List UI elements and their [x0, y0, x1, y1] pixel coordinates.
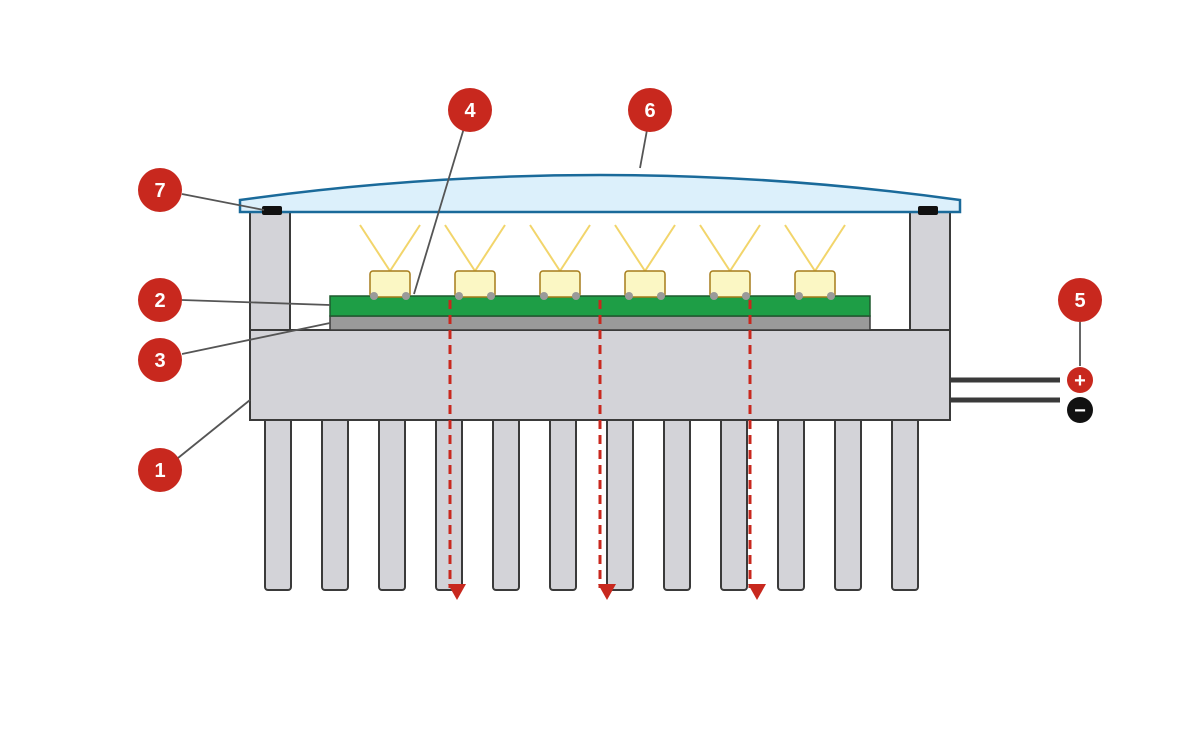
leader-line-6: [639, 129, 648, 169]
positive-terminal-icon: [1067, 367, 1093, 393]
heat-sink-fin: [492, 417, 520, 591]
heat-flow-arrowhead: [598, 584, 616, 600]
led-unit: [359, 224, 421, 300]
callout-3: 3: [138, 338, 182, 382]
light-ray: [644, 224, 676, 272]
led-unit: [699, 224, 761, 300]
heat-sink-fin: [663, 417, 691, 591]
callout-badge-2: [138, 278, 182, 322]
light-ray: [529, 224, 561, 272]
heat-flow-arrowhead: [748, 584, 766, 600]
light-ray: [699, 224, 731, 272]
heat-flow-arrow: [748, 300, 766, 600]
callout-badge-6: [628, 88, 672, 132]
callout-2: 2: [138, 278, 182, 322]
leader-line-7: [181, 193, 265, 211]
callout-label-7: 7: [154, 180, 165, 202]
callout-label-4: 4: [464, 100, 476, 122]
heat-sink-fin: [606, 417, 634, 591]
led-chip: [794, 270, 836, 298]
heat-sink-fins: [264, 417, 919, 591]
callout-badge-3: [138, 338, 182, 382]
heat-flow-arrow: [598, 300, 616, 600]
callout-leader-lines: [177, 127, 1081, 459]
callout-label-6: 6: [644, 100, 655, 122]
housing-right-wall: [909, 204, 951, 331]
led-chip: [454, 270, 496, 298]
solder-joint: [827, 292, 835, 300]
callout-badge-5: [1058, 278, 1102, 322]
led-unit: [784, 224, 846, 300]
heat-sink-fin: [321, 417, 349, 591]
led-unit: [444, 224, 506, 300]
heat-sink-fin: [777, 417, 805, 591]
callout-6: 6: [628, 88, 672, 132]
callout-label-3: 3: [154, 350, 165, 372]
light-ray: [784, 224, 816, 272]
solder-joint: [402, 292, 410, 300]
solder-joint: [625, 292, 633, 300]
negative-terminal-symbol: −: [1074, 400, 1086, 422]
solder-joint: [455, 292, 463, 300]
solder-joint: [540, 292, 548, 300]
negative-terminal: −: [1067, 397, 1093, 423]
light-ray: [444, 224, 476, 272]
callout-label-1: 1: [154, 460, 165, 482]
seal-gasket-left: [262, 206, 282, 215]
leader-line-4: [413, 127, 465, 295]
callout-badge-7: [138, 168, 182, 212]
solder-joint: [370, 292, 378, 300]
led-chip: [539, 270, 581, 298]
light-ray: [729, 224, 761, 272]
callout-label-5: 5: [1074, 290, 1085, 312]
heat-sink-fin: [264, 417, 292, 591]
light-ray: [359, 224, 391, 272]
solder-joint: [710, 292, 718, 300]
power-wires: [950, 377, 1060, 403]
led-chip: [624, 270, 666, 298]
callout-label-2: 2: [154, 290, 165, 312]
solder-joint: [795, 292, 803, 300]
heat-sink-fin: [549, 417, 577, 591]
callout-7: 7: [138, 168, 182, 212]
light-ray: [389, 224, 421, 272]
solder-joint: [742, 292, 750, 300]
led-unit: [614, 224, 676, 300]
light-ray: [474, 224, 506, 272]
housing-left-wall: [249, 204, 291, 331]
positive-terminal: +: [1067, 367, 1093, 393]
led-unit: [529, 224, 591, 300]
heat-flow-arrow: [448, 300, 466, 600]
solder-joint: [487, 292, 495, 300]
led-array: [359, 224, 846, 300]
heat-sink-fin: [834, 417, 862, 591]
callout-5: 5: [1058, 278, 1102, 322]
positive-terminal-symbol: +: [1074, 370, 1086, 392]
solder-joint: [572, 292, 580, 300]
callout-1: 1: [138, 448, 182, 492]
leader-line-1: [177, 399, 251, 459]
light-ray: [814, 224, 846, 272]
heat-sink-fin: [891, 417, 919, 591]
heat-sink-fin: [720, 417, 748, 591]
callout-4: 4: [448, 88, 492, 132]
callout-badge-1: [138, 448, 182, 492]
seal-gasket-right: [918, 206, 938, 215]
leader-line-3: [181, 322, 331, 355]
heat-flow-arrows: [448, 300, 766, 600]
solder-joint: [657, 292, 665, 300]
leader-line-2: [181, 299, 331, 306]
light-ray: [559, 224, 591, 272]
cover-lens: [238, 173, 962, 214]
heat-sink-fin: [378, 417, 406, 591]
negative-terminal-icon: [1067, 397, 1093, 423]
led-chip: [369, 270, 411, 298]
light-ray: [614, 224, 646, 272]
heat-flow-arrowhead: [448, 584, 466, 600]
callout-badge-4: [448, 88, 492, 132]
led-chip: [709, 270, 751, 298]
